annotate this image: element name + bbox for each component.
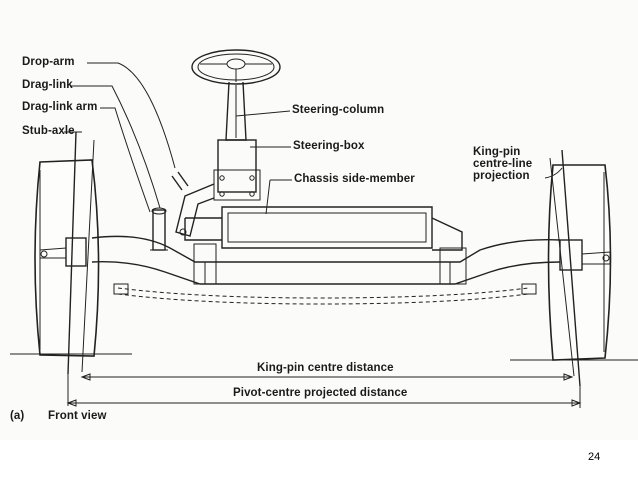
figure-caption: Front view xyxy=(48,410,107,422)
steering-box xyxy=(213,139,291,201)
figure-id: (a) xyxy=(10,410,25,422)
axle-beam xyxy=(91,235,561,285)
label-king-pin-line3: projection xyxy=(473,170,530,182)
front-axle-diagram xyxy=(10,49,638,408)
label-drag-link: Drag-link xyxy=(22,79,73,91)
right-stub-axle xyxy=(549,149,611,387)
diagram-paper xyxy=(0,0,638,440)
pivot-centre-distance-dimension xyxy=(66,374,582,408)
drag-link-arm xyxy=(150,207,168,251)
leader-lines xyxy=(64,62,563,213)
label-drag-link-arm: Drag-link arm xyxy=(22,101,98,113)
left-wheel xyxy=(34,159,100,357)
king-pin-distance-dimension xyxy=(80,373,574,381)
label-chassis-side-member: Chassis side-member xyxy=(294,173,415,185)
label-stub-axle: Stub-axle xyxy=(22,125,75,137)
steering-column xyxy=(225,81,291,141)
label-king-pin-line1: King-pin xyxy=(473,146,521,158)
drag-link xyxy=(171,171,189,191)
label-king-pin-centre-line: King-pin centre-line projection xyxy=(473,146,563,182)
page-number: 24 xyxy=(588,451,601,463)
steering-wheel xyxy=(191,49,281,85)
label-king-pin-line2: centre-line xyxy=(473,158,533,170)
left-stub-axle xyxy=(39,131,95,375)
label-steering-column: Steering-column xyxy=(292,104,385,116)
label-steering-box: Steering-box xyxy=(293,140,365,152)
right-wheel xyxy=(547,164,612,361)
chassis-side-member xyxy=(184,179,463,251)
drop-arm xyxy=(175,183,215,237)
label-pivot-centre-projected-distance: Pivot-centre projected distance xyxy=(233,387,408,399)
track-rod xyxy=(113,283,537,305)
label-king-pin-centre-distance: King-pin centre distance xyxy=(257,362,394,374)
label-drop-arm: Drop-arm xyxy=(22,56,75,68)
